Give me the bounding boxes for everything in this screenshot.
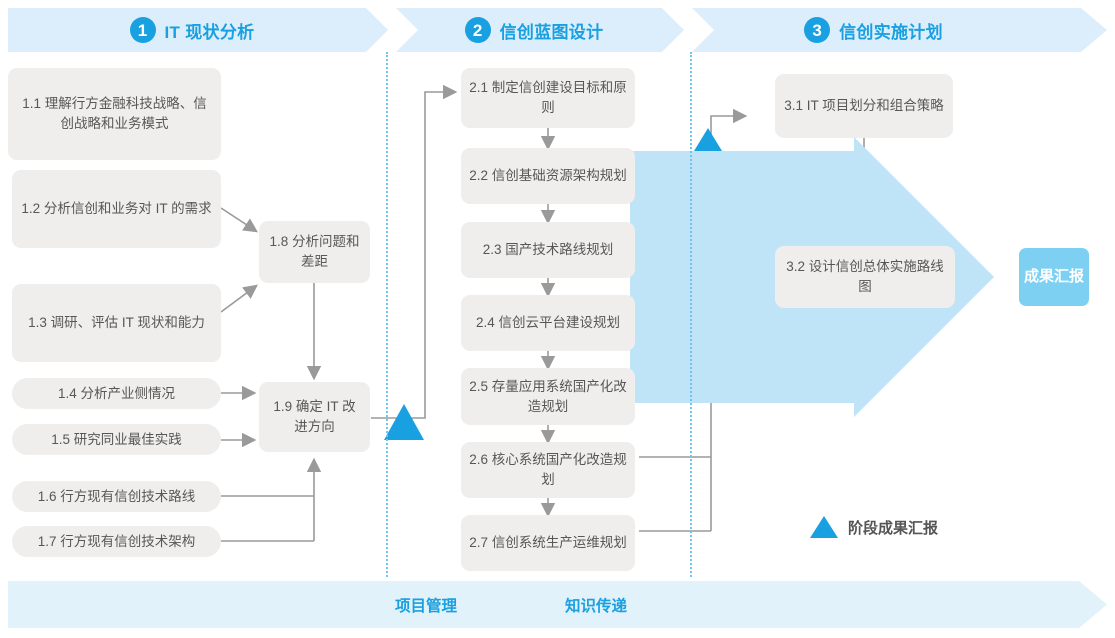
task-box-1-8[interactable]: 1.8 分析问题和差距 <box>259 221 370 283</box>
phase-divider-2 <box>690 52 692 577</box>
phase-title-2: 信创蓝图设计 <box>499 22 604 42</box>
task-box-1-4[interactable]: 1.4 分析产业侧情况 <box>12 378 221 409</box>
task-box-1-6[interactable]: 1.6 行方现有信创技术路线 <box>12 481 221 512</box>
task-box-2-7[interactable]: 2.7 信创系统生产运维规划 <box>461 515 635 571</box>
bottom-band <box>8 581 1107 628</box>
phase-segment-1[interactable]: 1 IT 现状分析 <box>8 8 388 52</box>
task-box-1-7[interactable]: 1.7 行方现有信创技术架构 <box>12 526 221 557</box>
phase-banner: 1 IT 现状分析 2 信创蓝图设计 3 信创实施计划 <box>0 8 1115 52</box>
triangle-up-icon <box>810 516 838 538</box>
milestone-triangle-phase1 <box>384 404 424 440</box>
bottom-label-knowledge-transfer: 知识传递 <box>565 598 628 615</box>
link-1-2-to-1-8 <box>220 207 259 233</box>
phase-title-3: 信创实施计划 <box>839 22 943 42</box>
phase-number-3: 3 <box>804 17 830 43</box>
task-box-1-1[interactable]: 1.1 理解行方金融科技战略、信创战略和业务模式 <box>8 68 221 160</box>
link-bus-to-3-1 <box>710 108 748 531</box>
task-box-3-2[interactable]: 3.2 设计信创总体实施路线图 <box>775 246 955 308</box>
link-1-9-to-2-1 <box>371 84 458 419</box>
result-badge[interactable]: 成果汇报 <box>1019 248 1089 306</box>
task-box-1-9[interactable]: 1.9 确定 IT 改进方向 <box>259 382 370 452</box>
legend: 阶段成果汇报 <box>810 516 938 538</box>
task-box-2-2[interactable]: 2.2 信创基础资源架构规划 <box>461 148 635 204</box>
task-box-2-3[interactable]: 2.3 国产技术路线规划 <box>461 222 635 278</box>
task-box-2-6[interactable]: 2.6 核心系统国产化改造规划 <box>461 442 635 498</box>
task-box-3-1[interactable]: 3.1 IT 项目划分和组合策略 <box>775 74 953 138</box>
task-box-2-4[interactable]: 2.4 信创云平台建设规划 <box>461 295 635 351</box>
bottom-label-project-management: 项目管理 <box>395 598 458 615</box>
task-box-2-1[interactable]: 2.1 制定信创建设目标和原则 <box>461 68 635 128</box>
phase-number-1: 1 <box>130 17 156 43</box>
task-box-1-2[interactable]: 1.2 分析信创和业务对 IT 的需求 <box>12 170 221 248</box>
phase-number-2: 2 <box>465 17 491 43</box>
phase-title-1: IT 现状分析 <box>164 22 255 42</box>
phase-divider-1 <box>386 52 388 577</box>
phase-segment-2[interactable]: 2 信创蓝图设计 <box>396 8 684 52</box>
task-box-1-3[interactable]: 1.3 调研、评估 IT 现状和能力 <box>12 284 221 362</box>
milestone-triangle-phase2 <box>694 128 722 151</box>
link-1-3-to-1-8 <box>220 284 258 313</box>
task-box-1-5[interactable]: 1.5 研究同业最佳实践 <box>12 424 221 455</box>
legend-label: 阶段成果汇报 <box>848 519 939 537</box>
phase-segment-3[interactable]: 3 信创实施计划 <box>692 8 1107 52</box>
task-box-2-5[interactable]: 2.5 存量应用系统国产化改造规划 <box>461 368 635 425</box>
